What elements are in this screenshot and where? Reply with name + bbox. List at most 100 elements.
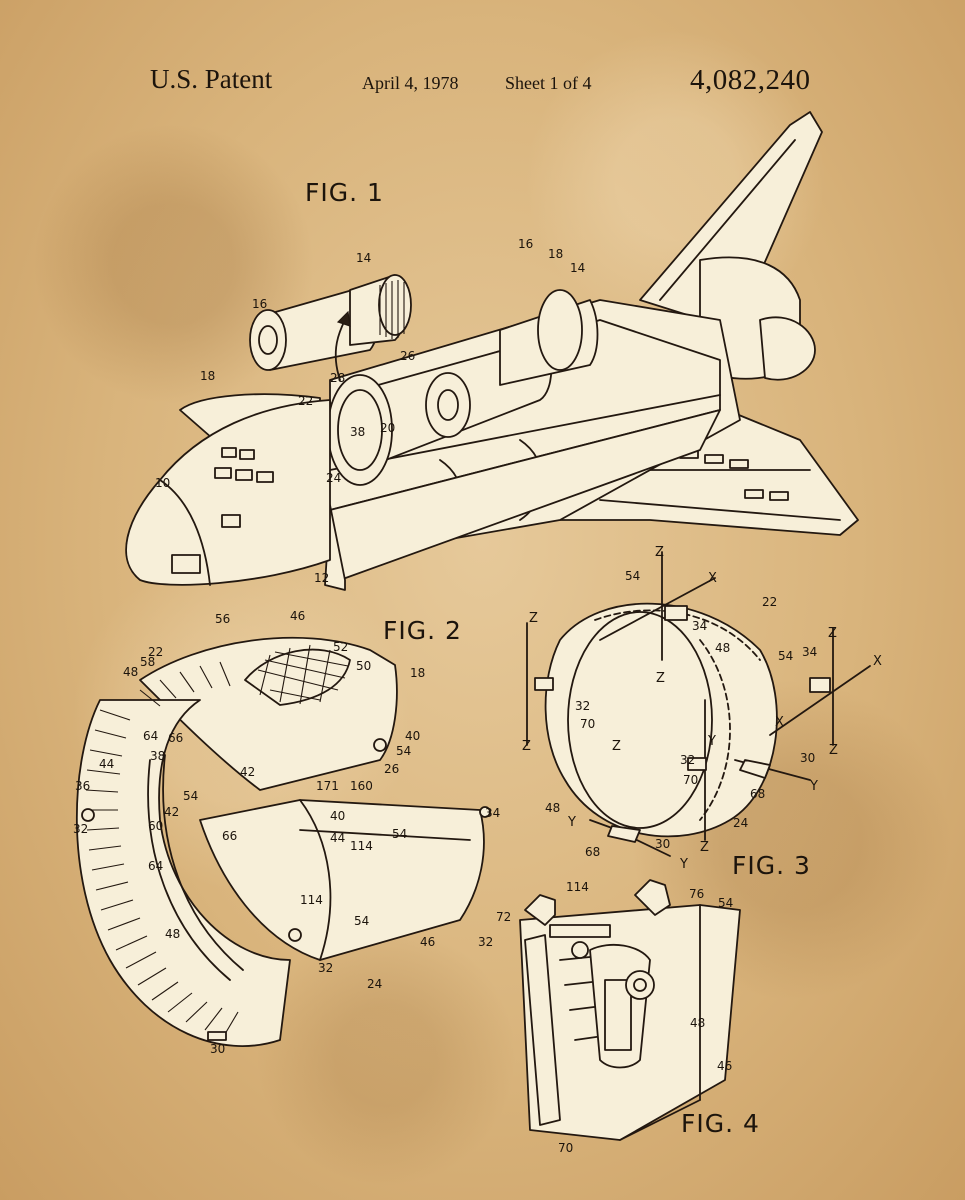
ref-label: 18 [548, 247, 563, 261]
ref-label: 20 [380, 421, 395, 435]
ref-label: Y [679, 857, 688, 872]
ref-label: 58 [140, 655, 155, 669]
ref-label: Y [707, 734, 716, 749]
fig4-reference-numerals: 114 76 54 72 32 48 46 70 [478, 880, 733, 1155]
ref-label: 22 [148, 645, 163, 659]
ref-label: 32 [680, 753, 695, 767]
ref-label: 70 [683, 773, 698, 787]
ref-label: 44 [99, 757, 114, 771]
ref-label: 34 [692, 619, 707, 633]
ref-label: 60 [148, 819, 163, 833]
ref-label: Z [529, 611, 538, 626]
ref-label: 32 [575, 699, 590, 713]
ref-label: 114 [300, 893, 323, 907]
ref-label: Z [829, 743, 838, 758]
ref-label: Y [809, 779, 818, 794]
patent-number: 4,082,240 [690, 64, 811, 96]
ref-label: 32 [318, 961, 333, 975]
ref-label: 10 [155, 476, 170, 490]
ref-label: 34 [802, 645, 817, 659]
ref-label: 16 [518, 237, 533, 251]
figure-3-label: FIG. 3 [732, 851, 811, 880]
ref-label: 38 [350, 425, 365, 439]
ref-label: 28 [330, 371, 345, 385]
ref-label: 34 [485, 806, 500, 820]
ref-label: 54 [183, 789, 198, 803]
ref-label: X [775, 715, 784, 730]
fig4-latch-drawing: 114 76 54 72 32 48 46 70 [478, 879, 741, 1155]
ref-label: 48 [123, 665, 138, 679]
ref-label: 54 [396, 744, 411, 758]
ref-label: 50 [356, 659, 371, 673]
ref-label: 48 [165, 927, 180, 941]
ref-label: 18 [200, 369, 215, 383]
ref-label: 64 [148, 859, 163, 873]
ref-label: Y [567, 815, 576, 830]
ref-label: 68 [585, 845, 600, 859]
ref-label: 160 [350, 779, 373, 793]
fig3-ring-axes-drawing: Z 54 X 22 34 Z 48 Z Z 54 34 X X 32 70 Z … [522, 545, 882, 872]
figure-1-label: FIG. 1 [305, 178, 384, 207]
ref-label: 14 [356, 251, 371, 265]
ref-label: 32 [478, 935, 493, 949]
figure-2-label: FIG. 2 [383, 616, 462, 645]
ref-label: X [708, 571, 717, 586]
ref-label: 24 [326, 471, 341, 485]
ref-label: 66 [168, 731, 183, 745]
fig2-reference-numerals: 56 46 22 58 48 52 50 18 64 66 40 54 26 3… [73, 609, 500, 1056]
ref-label: 56 [215, 612, 230, 626]
ref-label: 70 [558, 1141, 573, 1155]
ref-label: Z [522, 739, 531, 754]
ref-label: Z [700, 840, 709, 855]
ref-label: 70 [580, 717, 595, 731]
ref-label: 72 [496, 910, 511, 924]
patent-date: April 4, 1978 [362, 73, 459, 93]
ref-label: 32 [73, 822, 88, 836]
ref-label: 30 [800, 751, 815, 765]
ref-label: 54 [625, 569, 640, 583]
ref-label: 42 [164, 805, 179, 819]
ref-label: 54 [778, 649, 793, 663]
ref-label: X [873, 654, 882, 669]
ref-label: 38 [150, 749, 165, 763]
ref-label: 48 [715, 641, 730, 655]
ref-label: 46 [290, 609, 305, 623]
sheet-indicator: Sheet 1 of 4 [505, 73, 592, 93]
ref-label: Z [656, 671, 665, 686]
ref-label: 40 [330, 809, 345, 823]
ref-label: 18 [410, 666, 425, 680]
ref-label: 114 [566, 880, 589, 894]
ref-label: Z [612, 739, 621, 754]
ref-label: 54 [718, 896, 733, 910]
ref-label: 22 [298, 394, 313, 408]
fig1-shuttle-drawing: 14 16 18 16 18 14 26 28 22 38 20 24 10 1… [125, 111, 859, 591]
ref-label: Z [828, 626, 837, 641]
ref-label: 16 [252, 297, 267, 311]
ref-label: 26 [384, 762, 399, 776]
ref-label: 171 [316, 779, 339, 793]
ref-label: 46 [420, 935, 435, 949]
fig2-ring-module-drawing: 56 46 22 58 48 52 50 18 64 66 40 54 26 3… [73, 609, 500, 1056]
ref-label: Z [655, 545, 664, 560]
ref-label: 54 [354, 914, 369, 928]
ref-label: 22 [762, 595, 777, 609]
ref-label: 30 [210, 1042, 225, 1056]
ref-label: 24 [367, 977, 382, 991]
ref-label: 24 [733, 816, 748, 830]
ref-label: 26 [400, 349, 415, 363]
patent-office-title: U.S. Patent [150, 64, 273, 94]
ref-label: 66 [222, 829, 237, 843]
ref-label: 44 [330, 831, 345, 845]
ref-label: 52 [333, 640, 348, 654]
ref-label: 54 [392, 827, 407, 841]
ref-label: 42 [240, 765, 255, 779]
ref-label: 30 [655, 837, 670, 851]
ref-label: 36 [75, 779, 90, 793]
fig3-reference-numerals: Z 54 X 22 34 Z 48 Z Z 54 34 X X 32 70 Z … [522, 545, 882, 872]
fig1-reference-numerals: 14 16 18 16 18 14 26 28 22 38 20 24 10 1… [155, 237, 585, 585]
ref-label: 76 [689, 887, 704, 901]
ref-label: 48 [690, 1016, 705, 1030]
ref-label: 114 [350, 839, 373, 853]
